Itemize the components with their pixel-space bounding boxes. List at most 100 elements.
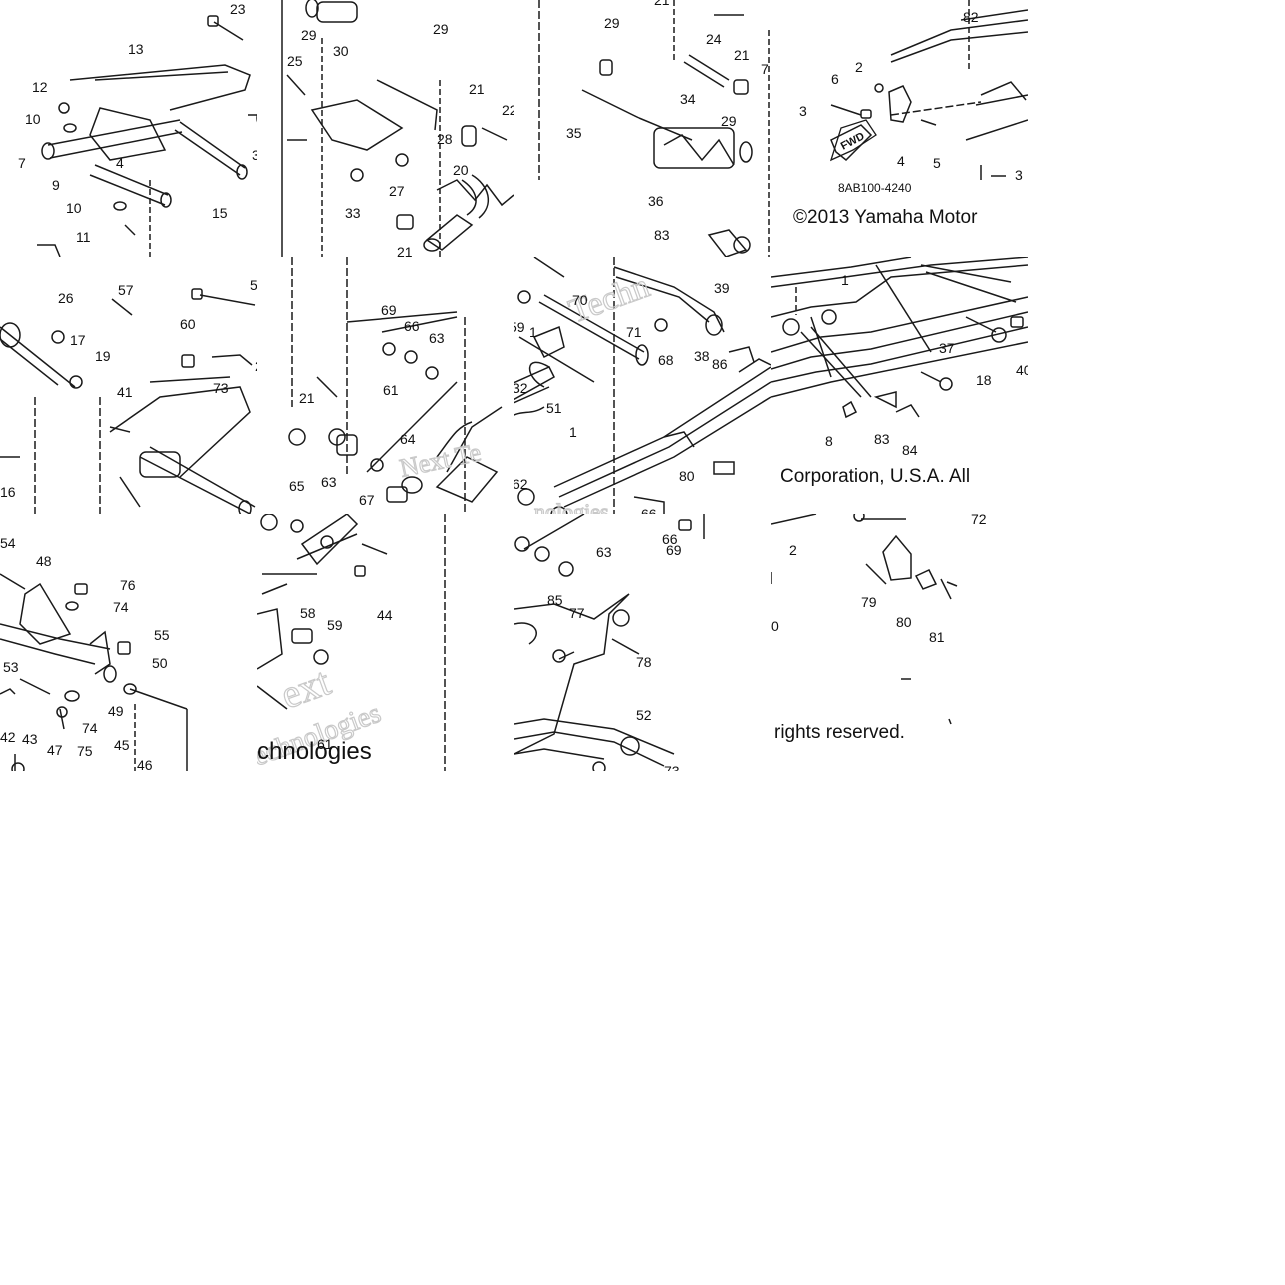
callout-26: 26 xyxy=(58,290,74,306)
callout-39: 39 xyxy=(714,280,730,296)
callout-16: 16 xyxy=(0,484,16,500)
callout-20: 20 xyxy=(453,162,469,178)
callout-14: 4 xyxy=(116,155,124,171)
diagram-tile-rear-shock: Techn nologies 59 1 32 70 71 68 38 39 86… xyxy=(514,257,771,514)
watermark-nologies: nologies xyxy=(534,499,609,514)
callout-36: 36 xyxy=(648,193,664,209)
callout-29a-r: 29 xyxy=(604,15,620,31)
slide-rail-front-drawing: FWD 82 2 6 3 4 5 3 8AB100-4240 ©2013 Yam… xyxy=(793,0,1028,228)
front-arm-drawing: 23 13 12 10 7 9 4 10 11 15 31 xyxy=(18,1,257,257)
callout-40: 40 xyxy=(1016,362,1028,378)
callout-59: 59 xyxy=(514,319,525,335)
copyright-line-2: Corporation, U.S.A. All xyxy=(780,466,970,487)
callout-68: 68 xyxy=(658,352,674,368)
callout-44: 44 xyxy=(377,607,393,623)
upper-shock-drawing: 29 30 25 29 21 22 28 27 33 20 21 xyxy=(281,0,514,257)
callout-1-sr: 1 xyxy=(841,272,849,288)
callout-15: 15 xyxy=(212,205,228,221)
lower-linkage-drawing: ext echnologies chnologies 44 58 59 61 xyxy=(257,514,446,771)
callout-10b: 10 xyxy=(66,200,82,216)
callout-28: 28 xyxy=(437,131,453,147)
diagram-tile-rear-arm: 21 24 21 29 7 34 29 35 36 83 xyxy=(514,0,771,257)
callout-13: 13 xyxy=(128,41,144,57)
callout-5: 5 xyxy=(933,155,941,171)
callout-67: 67 xyxy=(359,492,375,508)
diagram-code: 8AB100-4240 xyxy=(838,181,912,195)
callout-73-re: 73 xyxy=(664,763,680,771)
callout-18: 18 xyxy=(976,372,992,388)
callout-49: 49 xyxy=(108,703,124,719)
callout-27: 27 xyxy=(389,183,405,199)
callout-58: 58 xyxy=(300,605,316,621)
callout-8: 8 xyxy=(825,433,833,449)
callout-46: 46 xyxy=(137,757,153,771)
callout-21a-r: 21 xyxy=(654,0,670,8)
diagram-tile-rear-linkage: Next Te 69 66 63 61 21 64 63 67 65 xyxy=(257,257,514,514)
callout-52: 52 xyxy=(636,707,652,723)
rear-shock-drawing: Techn nologies 59 1 32 70 71 68 38 39 86… xyxy=(514,257,771,514)
callout-1: 1 xyxy=(569,424,577,440)
callout-47: 47 xyxy=(47,742,63,758)
callout-0: 0 xyxy=(771,618,779,634)
callout-9: 9 xyxy=(52,177,60,193)
rear-arm-bracket-drawing: 54 48 76 74 55 50 53 49 74 75 42 43 47 4… xyxy=(0,535,188,771)
diagram-tile-center-arm: 26 57 5 17 60 19 73 2 41 16 xyxy=(0,257,257,514)
callout-78: 78 xyxy=(636,654,652,670)
callout-60: 60 xyxy=(180,316,196,332)
callout-82: 82 xyxy=(963,9,979,25)
callout-29b: 29 xyxy=(433,21,449,37)
callout-62: 62 xyxy=(514,476,528,492)
callout-69-re: 69 xyxy=(666,542,682,558)
callout-54: 54 xyxy=(0,535,16,551)
callout-41: 41 xyxy=(117,384,133,400)
diagram-tile-upper-shock: 29 30 25 29 21 22 28 27 33 20 21 xyxy=(257,0,514,257)
callout-12: 12 xyxy=(32,79,48,95)
watermark-chnologies: chnologies xyxy=(257,738,372,765)
rail-end-drawing: 63 66 69 85 77 78 52 73 xyxy=(514,514,705,771)
callout-66-re: 66 xyxy=(662,531,678,547)
callout-74b: 74 xyxy=(82,720,98,736)
callout-42: 42 xyxy=(0,729,16,745)
callout-63a: 63 xyxy=(429,330,445,346)
callout-33: 33 xyxy=(345,205,361,221)
callout-74a: 74 xyxy=(113,599,129,615)
callout-76: 76 xyxy=(120,577,136,593)
callout-3a: 3 xyxy=(799,103,807,119)
callout-85: 85 xyxy=(547,592,563,608)
callout-43: 43 xyxy=(22,731,38,747)
callout-21-l: 21 xyxy=(299,390,315,406)
callout-5-c: 5 xyxy=(250,277,257,293)
callout-66-b: 66 xyxy=(641,506,657,514)
callout-11: 11 xyxy=(76,229,91,245)
callout-22: 22 xyxy=(502,102,514,118)
callout-37: 37 xyxy=(939,340,955,356)
callout-7: 7 xyxy=(18,155,26,171)
callout-4: 4 xyxy=(897,153,905,169)
callout-61-l: 61 xyxy=(317,736,333,752)
callout-32: 32 xyxy=(514,380,528,396)
callout-70: 70 xyxy=(572,292,588,308)
callout-1-ov: 1 xyxy=(529,324,537,340)
callout-65: 65 xyxy=(289,478,305,494)
callout-48: 48 xyxy=(36,553,52,569)
callout-45: 45 xyxy=(114,737,130,753)
diagram-tile-stopper: 72 2 79 80 81 0 rights reserved. xyxy=(771,514,1028,771)
callout-19: 19 xyxy=(95,348,111,364)
callout-50: 50 xyxy=(152,655,168,671)
callout-83: 83 xyxy=(654,227,670,243)
callout-21b: 21 xyxy=(397,244,413,257)
callout-63b: 63 xyxy=(321,474,337,490)
callout-2-st: 2 xyxy=(789,542,797,558)
center-arm-drawing: 26 57 5 17 60 19 73 2 41 16 xyxy=(0,277,257,514)
callout-86: 86 xyxy=(712,356,728,372)
callout-21a: 21 xyxy=(469,81,485,97)
callout-2: 2 xyxy=(855,59,863,75)
diagram-tile-lower-linkage: ext echnologies chnologies 44 58 59 61 xyxy=(257,514,514,771)
callout-79: 79 xyxy=(861,594,877,610)
watermark-ext: ext xyxy=(275,658,336,717)
callout-24: 24 xyxy=(706,31,722,47)
callout-59-l: 59 xyxy=(327,617,343,633)
callout-61: 61 xyxy=(383,382,399,398)
callout-73: 73 xyxy=(213,380,229,396)
